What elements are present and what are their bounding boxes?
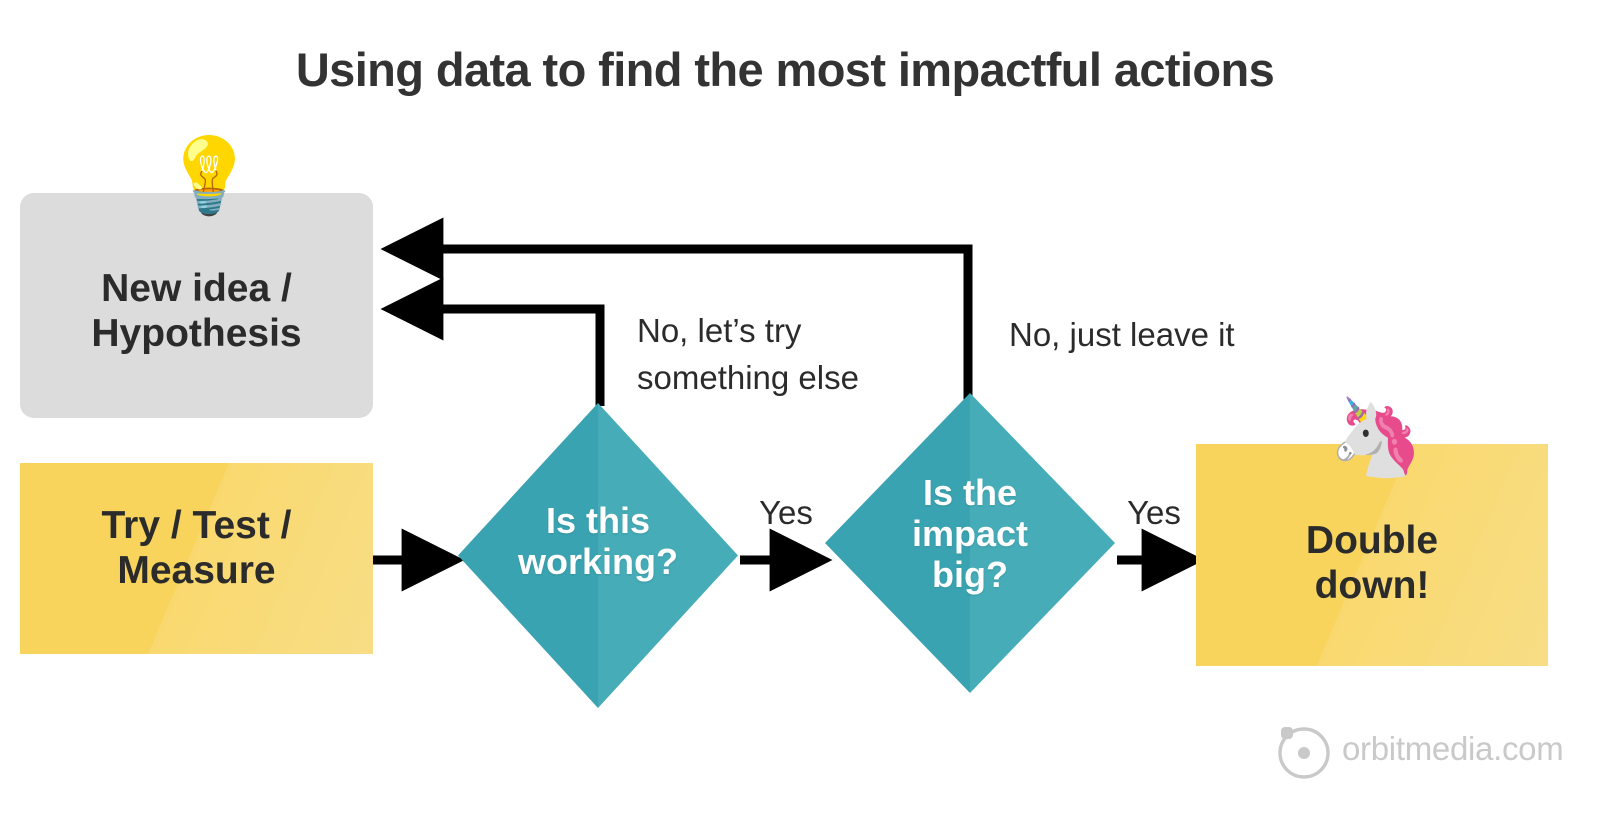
node-new-idea[interactable]	[20, 193, 373, 418]
node-try-test-measure-label: Try / Test / Measure	[101, 504, 292, 593]
node-is-the-impact-big-label: Is the impact big?	[911, 472, 1029, 596]
node-double-down-label: Double down!	[1305, 519, 1439, 608]
node-new-idea-label: New idea / Hypothesis	[91, 267, 302, 356]
lightbulb-icon: 💡	[163, 134, 256, 217]
unicorn-icon: 🦄	[1328, 395, 1424, 480]
edge-label-no-try-something-else: No, let’s try something else	[637, 312, 859, 396]
edge-label-no-just-leave-it: No, just leave it	[1009, 316, 1235, 353]
watermark: orbitmedia.com	[1276, 722, 1576, 784]
orbit-icon	[1278, 727, 1330, 779]
edge-label-yes-working: Yes	[759, 494, 813, 531]
node-is-this-working-label: Is this working?	[518, 500, 678, 583]
node-try-test-measure[interactable]	[20, 463, 373, 654]
watermark-text: orbitmedia.com	[1342, 730, 1564, 767]
node-double-down[interactable]	[1196, 444, 1548, 666]
edge-working-no-to-idea	[380, 277, 605, 406]
page-title: Using data to find the most impactful ac…	[295, 43, 1275, 96]
edge-label-yes-impact: Yes	[1127, 494, 1181, 531]
